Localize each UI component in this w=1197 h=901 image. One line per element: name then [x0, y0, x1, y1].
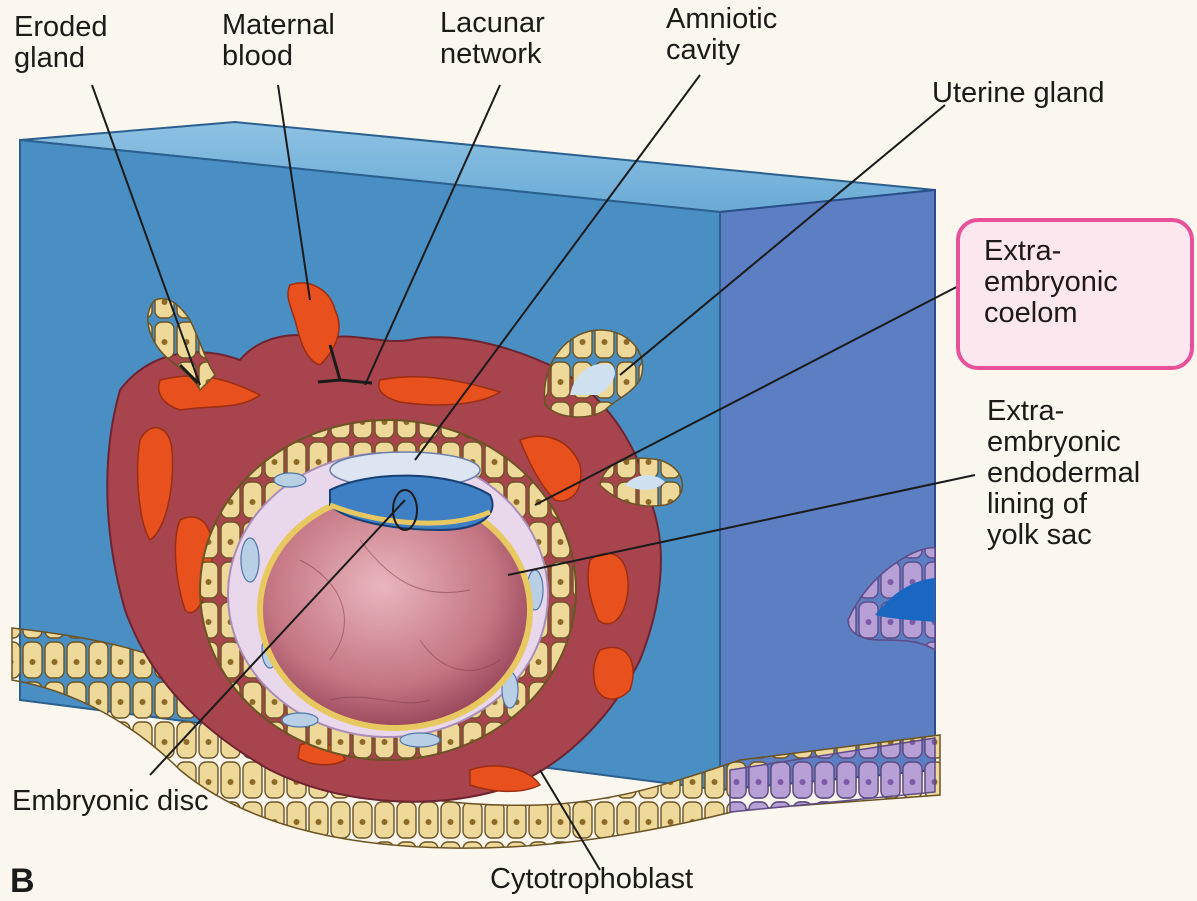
- label-uterine-gland: Uterine gland: [932, 78, 1105, 109]
- label-extraembryonic-endoderm: Extra- embryonic endodermal lining of yo…: [987, 396, 1140, 551]
- label-embryonic-disc: Embryonic disc: [12, 786, 209, 817]
- label-amniotic-cavity: Amniotic cavity: [666, 4, 777, 66]
- label-lacunar-network: Lacunar network: [440, 8, 545, 70]
- label-eroded-gland: Eroded gland: [14, 12, 108, 74]
- figure-panel-letter: B: [10, 862, 35, 901]
- label-cytotrophoblast: Cytotrophoblast: [490, 864, 693, 895]
- label-extraembryonic-coelom: Extra- embryonic coelom: [984, 236, 1118, 329]
- label-maternal-blood: Maternal blood: [222, 10, 335, 72]
